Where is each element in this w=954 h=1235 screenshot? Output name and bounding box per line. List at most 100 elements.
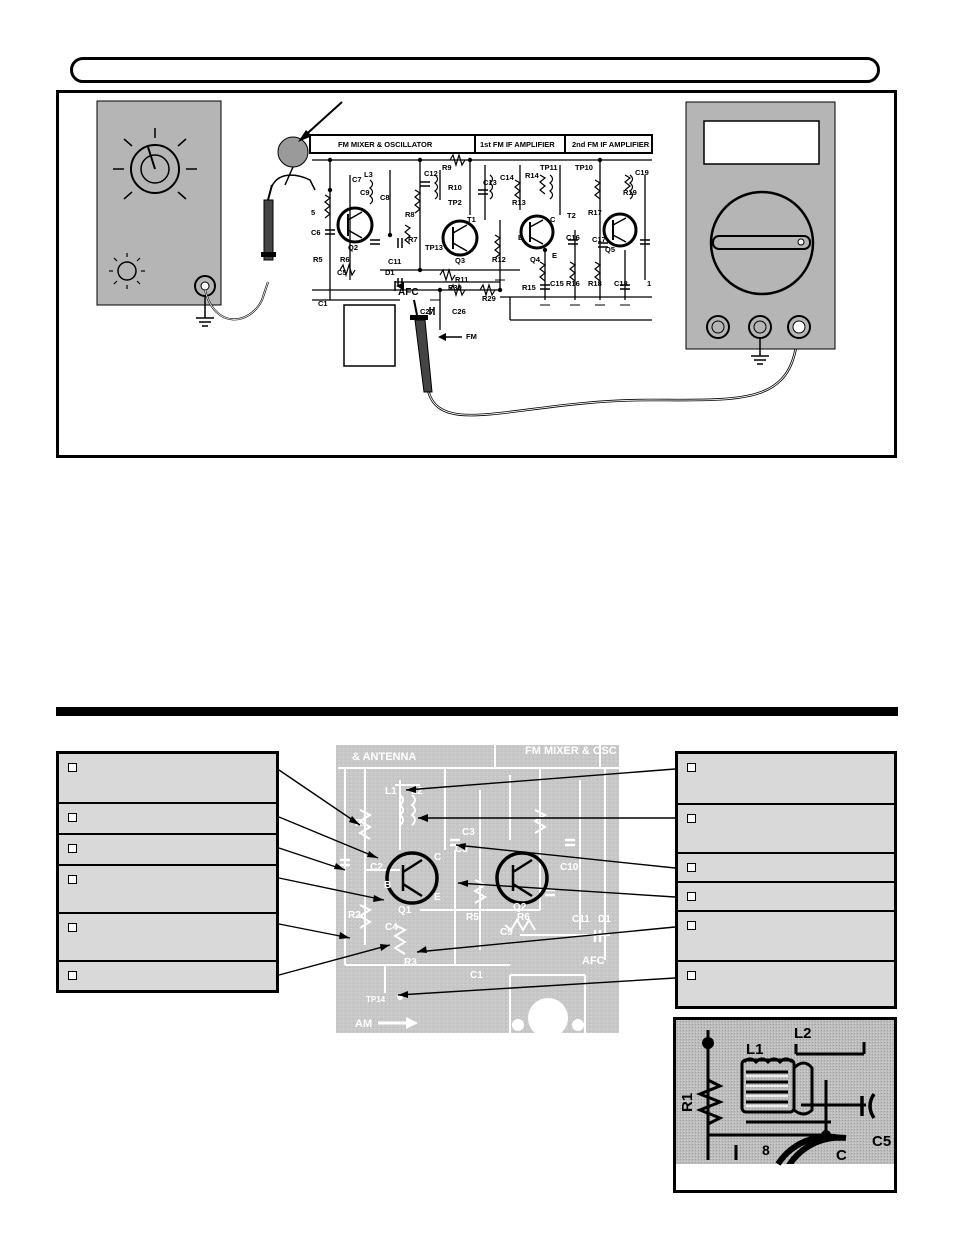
svg-text:R14: R14 bbox=[525, 171, 540, 180]
svg-text:R13: R13 bbox=[512, 198, 526, 207]
multimeter bbox=[685, 101, 836, 350]
svg-text:C3: C3 bbox=[462, 827, 475, 838]
svg-text:C5: C5 bbox=[337, 268, 347, 277]
svg-text:R30: R30 bbox=[448, 283, 462, 292]
checkbox[interactable] bbox=[687, 863, 696, 872]
test-setup-drawing: FM MIXER & OSCILLATOR 1st FM IF AMPLIFIE… bbox=[96, 100, 836, 417]
list-item bbox=[59, 804, 276, 835]
svg-text:R8: R8 bbox=[405, 210, 415, 219]
checkbox[interactable] bbox=[687, 814, 696, 823]
svg-text:C11: C11 bbox=[388, 257, 401, 266]
svg-text:TP2: TP2 bbox=[448, 198, 462, 207]
svg-text:C10: C10 bbox=[560, 862, 579, 873]
svg-text:C1: C1 bbox=[470, 970, 483, 981]
checkbox[interactable] bbox=[68, 875, 77, 884]
list-item bbox=[678, 883, 894, 912]
svg-text:C14: C14 bbox=[500, 173, 515, 182]
svg-text:5: 5 bbox=[311, 208, 315, 217]
svg-text:D1: D1 bbox=[385, 268, 395, 277]
svg-text:C12: C12 bbox=[424, 169, 438, 178]
svg-text:C19: C19 bbox=[635, 168, 649, 177]
selector-knob bbox=[712, 235, 811, 250]
svg-text:L1: L1 bbox=[746, 1041, 764, 1058]
list-item bbox=[59, 866, 276, 914]
left-checklist bbox=[56, 751, 279, 993]
svg-text:R17: R17 bbox=[588, 208, 602, 217]
checkbox[interactable] bbox=[68, 844, 77, 853]
checkbox[interactable] bbox=[687, 971, 696, 980]
meter-ground-symbol bbox=[751, 338, 769, 365]
svg-text:L2: L2 bbox=[411, 786, 423, 797]
list-item bbox=[678, 912, 894, 962]
checkbox[interactable] bbox=[687, 892, 696, 901]
svg-text:R5: R5 bbox=[313, 255, 323, 264]
svg-text:C16: C16 bbox=[566, 233, 580, 242]
svg-text:C9: C9 bbox=[500, 927, 513, 938]
svg-text:L3: L3 bbox=[364, 170, 373, 179]
checkbox[interactable] bbox=[68, 763, 77, 772]
checkbox[interactable] bbox=[687, 763, 696, 772]
svg-text:R3: R3 bbox=[404, 957, 417, 968]
schematic-top: FM MIXER & OSCILLATOR 1st FM IF AMPLIFIE… bbox=[309, 134, 653, 341]
header-2nd-if: 2nd FM IF AMPLIFIER bbox=[572, 140, 650, 149]
svg-text:C1: C1 bbox=[318, 299, 328, 308]
svg-text:R29: R29 bbox=[482, 294, 496, 303]
svg-text:C6: C6 bbox=[311, 228, 321, 237]
section-divider bbox=[56, 707, 898, 716]
checkbox[interactable] bbox=[68, 813, 77, 822]
svg-text:C15: C15 bbox=[550, 279, 564, 288]
svg-text:C: C bbox=[836, 1147, 847, 1164]
svg-text:E: E bbox=[552, 251, 557, 260]
svg-text:T2: T2 bbox=[567, 211, 576, 220]
svg-text:TP13: TP13 bbox=[425, 243, 443, 252]
signal-generator bbox=[96, 100, 222, 306]
right-checklist bbox=[675, 751, 897, 1009]
svg-text:AM: AM bbox=[355, 1018, 372, 1030]
svg-text:L1: L1 bbox=[385, 786, 397, 797]
figure-title-bar bbox=[70, 57, 880, 83]
svg-text:C18: C18 bbox=[614, 279, 628, 288]
list-item bbox=[59, 754, 276, 804]
checkbox[interactable] bbox=[68, 923, 77, 932]
svg-text:C13: C13 bbox=[483, 178, 497, 187]
svg-text:R6: R6 bbox=[340, 255, 350, 264]
svg-text:AFC: AFC bbox=[398, 287, 419, 298]
header-fm-mixer: FM MIXER & OSCILLATOR bbox=[338, 140, 433, 149]
checkbox[interactable] bbox=[68, 971, 77, 980]
svg-text:& ANTENNA: & ANTENNA bbox=[352, 751, 416, 763]
svg-text:R12: R12 bbox=[492, 255, 506, 264]
checkbox[interactable] bbox=[687, 921, 696, 930]
svg-text:C5: C5 bbox=[455, 844, 468, 855]
svg-text:R18: R18 bbox=[588, 279, 602, 288]
svg-text:R1: R1 bbox=[679, 1093, 696, 1112]
svg-text:R15: R15 bbox=[522, 283, 536, 292]
svg-text:R16: R16 bbox=[566, 279, 580, 288]
svg-text:E: E bbox=[434, 892, 441, 903]
meter-probe bbox=[410, 299, 433, 393]
list-item bbox=[678, 805, 894, 854]
svg-text:R2: R2 bbox=[348, 910, 361, 921]
svg-text:C5: C5 bbox=[872, 1133, 891, 1150]
list-item bbox=[59, 962, 276, 990]
svg-text:C26: C26 bbox=[452, 307, 466, 316]
svg-text:Q2: Q2 bbox=[513, 902, 527, 913]
svg-text:C11: C11 bbox=[572, 914, 590, 925]
svg-text:R6: R6 bbox=[517, 912, 530, 923]
svg-text:T1: T1 bbox=[467, 215, 476, 224]
leader-lines bbox=[278, 768, 676, 996]
svg-text:L2: L2 bbox=[794, 1025, 812, 1042]
svg-text:C: C bbox=[434, 852, 441, 863]
svg-text:C4: C4 bbox=[385, 922, 398, 933]
svg-text:8: 8 bbox=[762, 1142, 770, 1158]
svg-text:TP11: TP11 bbox=[540, 163, 558, 172]
meter-display bbox=[703, 120, 820, 165]
header-1st-if: 1st FM IF AMPLIFIER bbox=[480, 140, 555, 149]
list-item bbox=[59, 914, 276, 962]
svg-text:B: B bbox=[384, 880, 391, 891]
svg-text:FM MIXER & OSC: FM MIXER & OSC bbox=[525, 745, 617, 757]
svg-text:R11: R11 bbox=[455, 275, 468, 284]
generator-probe bbox=[261, 184, 276, 261]
svg-text:R7: R7 bbox=[408, 235, 418, 244]
test-setup-figure bbox=[56, 90, 897, 458]
coil-inset-photo: L1 L2 R1 C5 C 8 bbox=[676, 1020, 894, 1190]
